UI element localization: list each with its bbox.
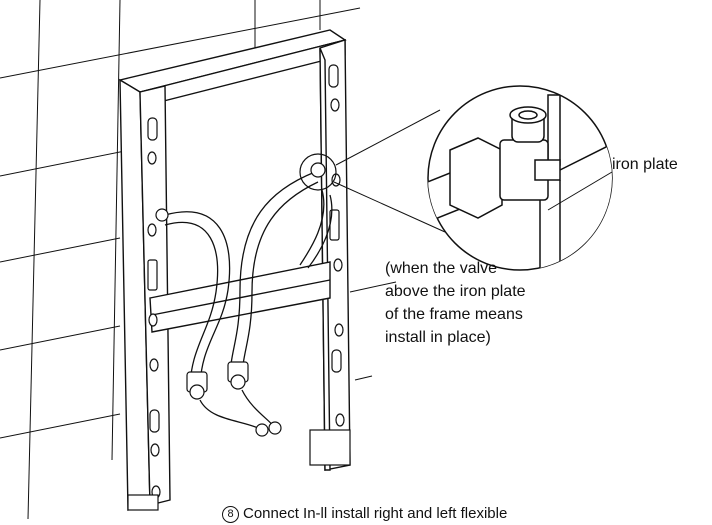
- zoom-detail: [427, 85, 613, 271]
- frame-holes: [147, 64, 345, 499]
- detail-leader-top: [335, 109, 441, 166]
- step-caption-text: Connect In-ll install right and left fle…: [243, 505, 508, 522]
- step-number: 8: [222, 506, 239, 523]
- flexible-hoses: [164, 171, 333, 429]
- install-note: (when the valve above the iron plate of …: [385, 257, 526, 349]
- note-line: above the iron plate: [385, 283, 526, 300]
- wall-tile-grid: [0, 0, 397, 520]
- note-line: of the frame means: [385, 306, 523, 323]
- mounting-frame: [118, 29, 351, 511]
- note-line: install in place): [385, 329, 491, 346]
- iron-plate-leader: [547, 171, 613, 211]
- note-line: (when the valve: [385, 260, 498, 277]
- frame-feet: [127, 429, 351, 511]
- detail-leader-bottom: [333, 181, 446, 233]
- detail-marker: [299, 153, 337, 191]
- valves: [155, 162, 326, 437]
- iron-plate-label: iron plate: [612, 156, 678, 173]
